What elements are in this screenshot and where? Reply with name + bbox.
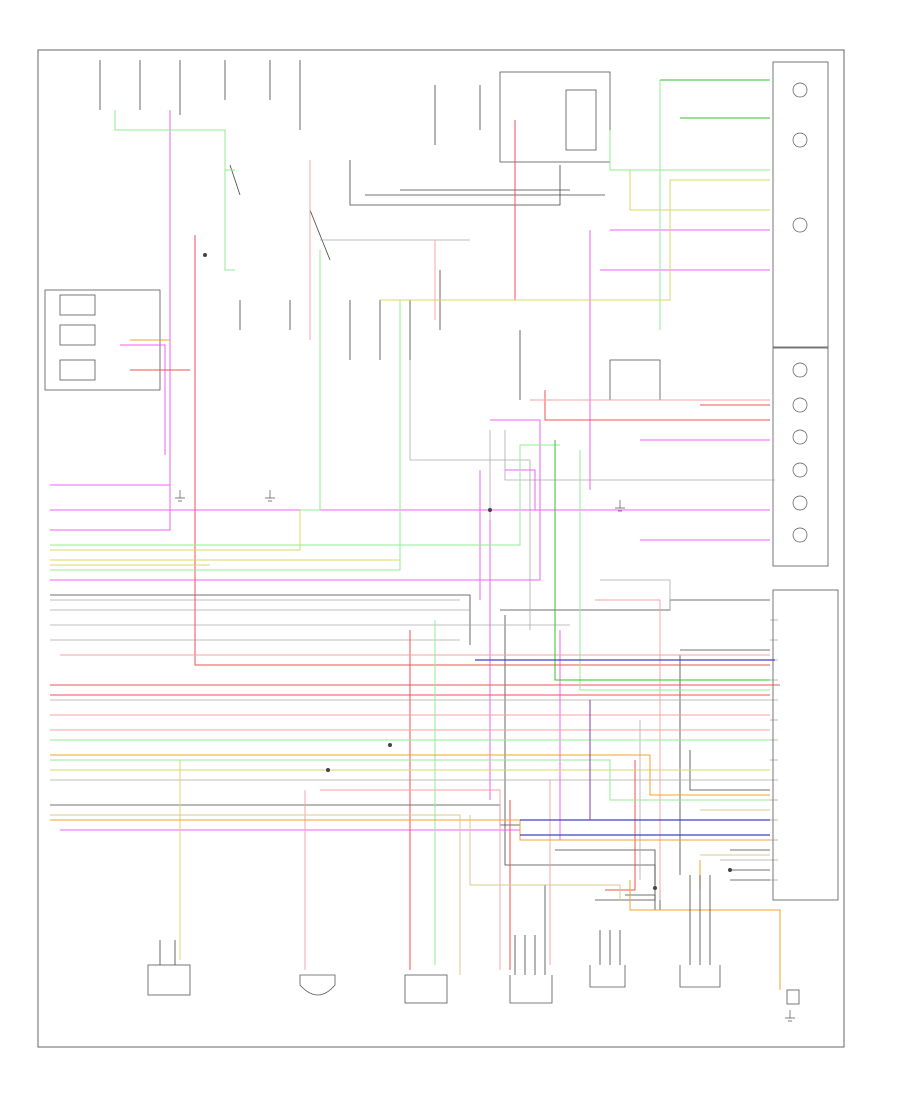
wires-blue bbox=[475, 659, 775, 836]
lamp-indicator-cluster bbox=[792, 82, 808, 543]
wires-lightgreen bbox=[50, 80, 770, 965]
wires-tan bbox=[50, 809, 770, 975]
diagram-frame bbox=[37, 49, 845, 1048]
upper-components bbox=[44, 71, 661, 401]
ecm-lower-stubs bbox=[159, 849, 770, 975]
wires-salmon bbox=[50, 160, 770, 970]
bottom-components bbox=[147, 964, 800, 1005]
wires-orange bbox=[50, 339, 781, 990]
wires-pink bbox=[50, 110, 770, 840]
oxygen-sensor-2 bbox=[679, 965, 721, 988]
wires-green bbox=[554, 79, 770, 681]
speed-sensor bbox=[147, 964, 191, 996]
wires-red bbox=[50, 120, 780, 970]
ecm-pin-ticks bbox=[770, 619, 778, 881]
wires-black bbox=[50, 60, 770, 975]
lamp-connector-block bbox=[772, 61, 829, 348]
ecm-connector-block bbox=[772, 589, 839, 901]
shift-solenoid-1 bbox=[299, 974, 336, 996]
ground-symbols bbox=[175, 490, 795, 1022]
shift-solenoid-2 bbox=[404, 974, 448, 1004]
oxygen-sensor-1 bbox=[589, 965, 626, 988]
splice-dots bbox=[203, 253, 732, 890]
lockup-solenoid bbox=[509, 975, 553, 1004]
throttle-sensor bbox=[786, 989, 800, 1005]
